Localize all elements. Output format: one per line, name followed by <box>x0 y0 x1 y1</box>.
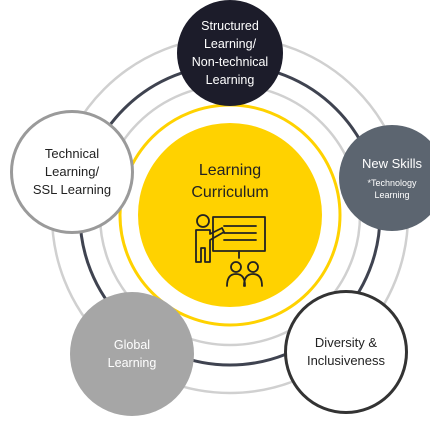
node-diversity-inclusiveness: Diversity & Inclusiveness <box>284 290 408 414</box>
node-new-skills: New Skills *Technology Learning <box>339 125 430 231</box>
presenter-teaching-icon <box>195 214 266 287</box>
node-diversity-label: Diversity & Inclusiveness <box>306 335 386 368</box>
center-title: Learning Curriculum <box>160 160 300 204</box>
node-technical-learning: Technical Learning/ SSL Learning <box>10 110 134 234</box>
node-new-skills-label: New Skills <box>362 156 422 171</box>
center-yellow-circle <box>138 123 322 307</box>
node-structured-learning: Structured Learning/ Non-technical Learn… <box>177 0 283 106</box>
center-title-line1: Learning <box>198 162 262 179</box>
center-title-line2: Curriculum <box>191 184 269 201</box>
node-new-skills-sublabel: *Technology Learning <box>367 178 417 200</box>
node-global-label: Global Learning <box>107 338 157 370</box>
node-structured-label: Structured Learning/ Non-technical Learn… <box>191 19 269 87</box>
node-technical-label: Technical Learning/ SSL Learning <box>32 146 112 197</box>
node-global-learning: Global Learning <box>70 292 194 416</box>
